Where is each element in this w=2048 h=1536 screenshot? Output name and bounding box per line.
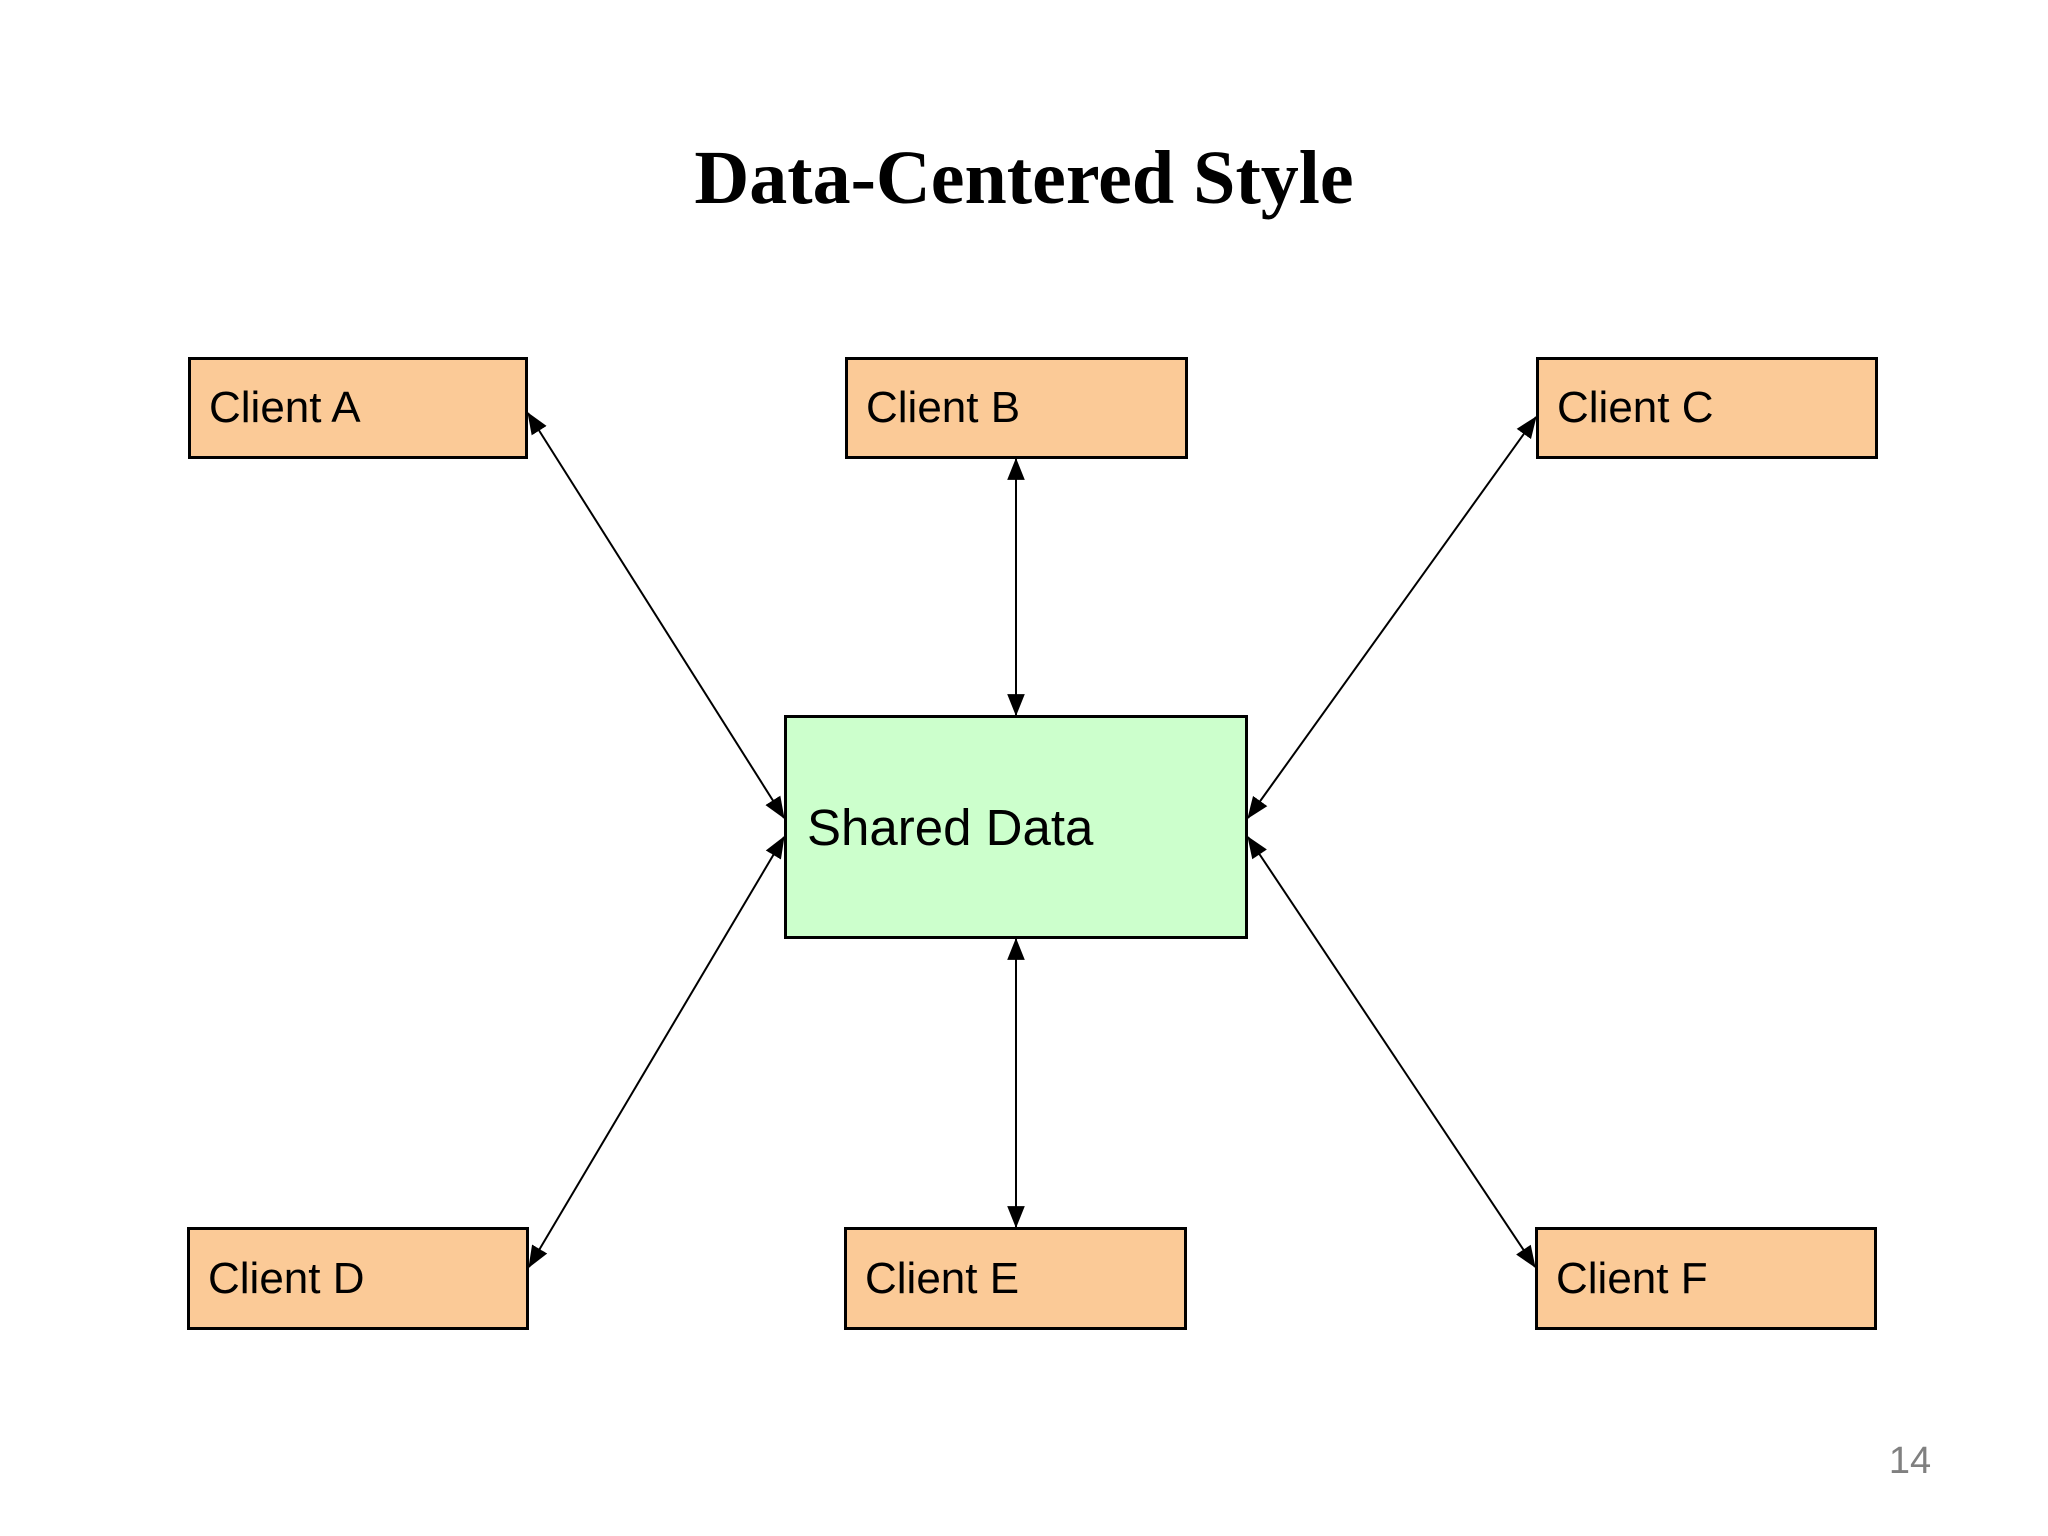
node-client-c-label: Client C (1557, 383, 1714, 432)
edge-client-a-shared-data (527, 412, 785, 819)
page-number: 14 (1888, 1440, 1932, 1482)
node-client-d-label: Client D (208, 1253, 365, 1303)
edge-client-c-shared-data (1247, 416, 1537, 819)
node-client-a-label: Client A (209, 383, 361, 432)
node-client-f: Client F (1535, 1227, 1877, 1330)
node-client-a: Client A (188, 357, 528, 459)
node-client-f-label: Client F (1556, 1253, 1708, 1303)
node-client-e-label: Client E (865, 1253, 1020, 1303)
slide-title: Data-Centered Style (694, 136, 1354, 220)
node-shared-data-label: Shared Data (807, 798, 1094, 856)
edge-client-d-shared-data (528, 836, 785, 1268)
node-client-b-label: Client B (866, 383, 1021, 432)
node-client-c: Client C (1536, 357, 1878, 459)
edge-client-f-shared-data (1247, 836, 1536, 1268)
node-client-b: Client B (845, 357, 1188, 459)
node-client-e: Client E (844, 1227, 1187, 1330)
node-shared-data: Shared Data (784, 715, 1248, 939)
node-client-d: Client D (187, 1227, 529, 1330)
